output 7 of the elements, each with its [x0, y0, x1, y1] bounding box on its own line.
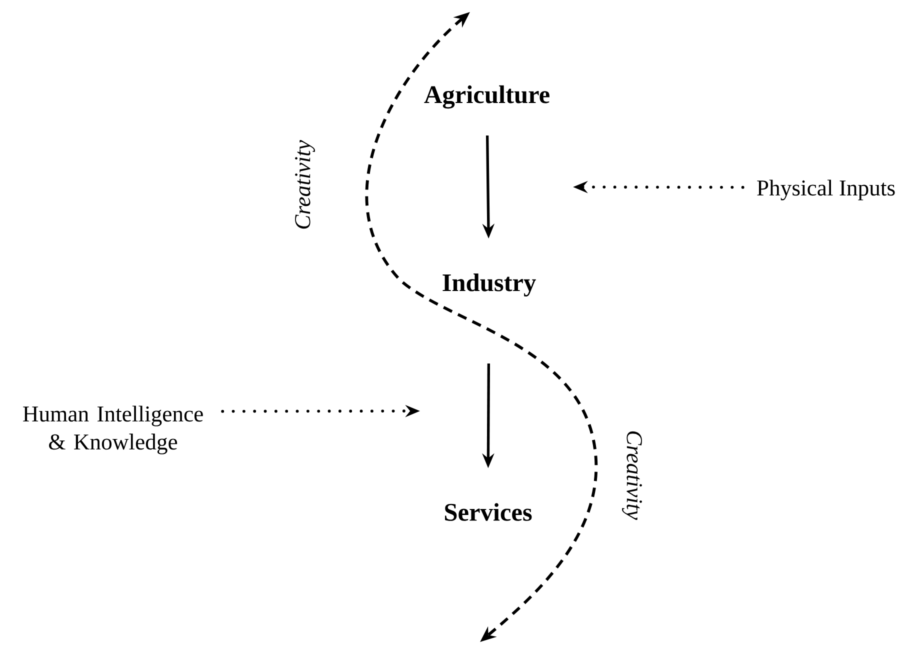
input-label: Human Intelligence & Knowledge: [23, 406, 203, 454]
curve-label: Creativity: [622, 431, 642, 520]
stage-label: Industry: [442, 274, 536, 296]
curve-label: Creativity: [295, 140, 315, 229]
input-label: Physical Inputs: [757, 180, 895, 200]
stage-label: Services: [445, 503, 532, 521]
stage-label: Agriculture: [424, 85, 550, 109]
